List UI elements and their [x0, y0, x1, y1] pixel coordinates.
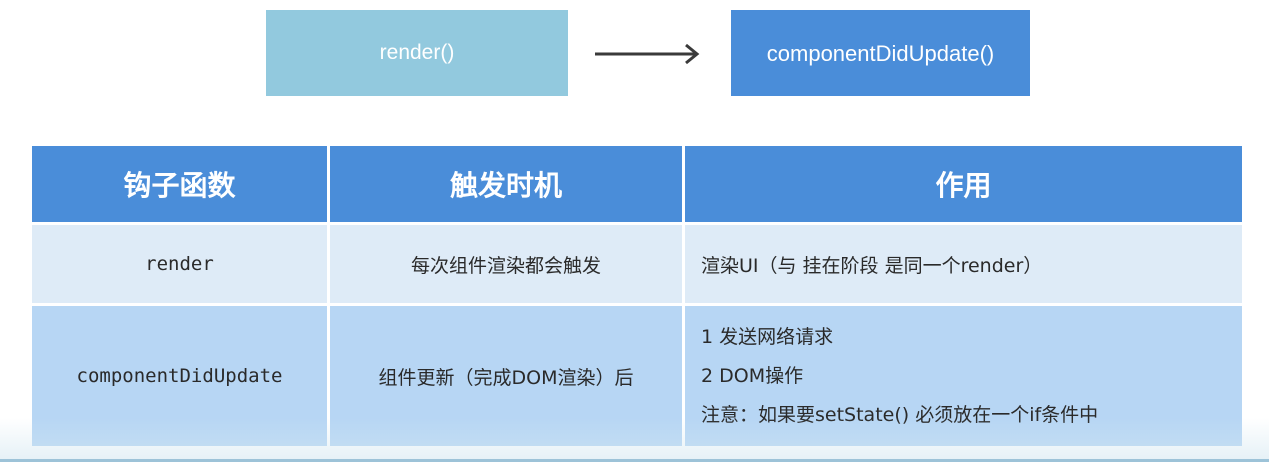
table-header-row: 钩子函数 触发时机 作用 [29, 143, 1245, 225]
hooks-table: 钩子函数 触发时机 作用 render 每次组件渲染都会触发 渲染UI（与 挂在… [29, 143, 1245, 449]
flow-arrow [595, 43, 700, 65]
hook-cell: render [29, 222, 330, 306]
use-cell: 1 发送网络请求 2 DOM操作 注意：如果要setState() 必须放在一个… [682, 303, 1245, 449]
render-box: render() [266, 10, 568, 96]
hook-cell: componentDidUpdate [29, 303, 330, 449]
when-cell: 组件更新（完成DOM渲染）后 [327, 303, 685, 449]
render-box-label: render() [379, 41, 455, 64]
table-row: render 每次组件渲染都会触发 渲染UI（与 挂在阶段 是同一个render… [29, 222, 1245, 306]
header-hook: 钩子函数 [29, 143, 330, 225]
when-cell: 每次组件渲染都会触发 [327, 222, 685, 306]
use-line: 注意：如果要setState() 必须放在一个if条件中 [701, 403, 1099, 426]
table-row: componentDidUpdate 组件更新（完成DOM渲染）后 1 发送网络… [29, 303, 1245, 449]
use-line: 2 DOM操作 [701, 364, 804, 387]
component-did-update-box: componentDidUpdate() [731, 10, 1030, 96]
use-line: 1 发送网络请求 [701, 325, 834, 348]
header-use: 作用 [682, 143, 1245, 225]
component-did-update-box-label: componentDidUpdate() [766, 41, 995, 66]
bottom-divider [0, 459, 1269, 462]
use-cell: 渲染UI（与 挂在阶段 是同一个render） [682, 222, 1245, 306]
header-when: 触发时机 [327, 143, 685, 225]
use-line: 渲染UI（与 挂在阶段 是同一个render） [701, 254, 1043, 277]
